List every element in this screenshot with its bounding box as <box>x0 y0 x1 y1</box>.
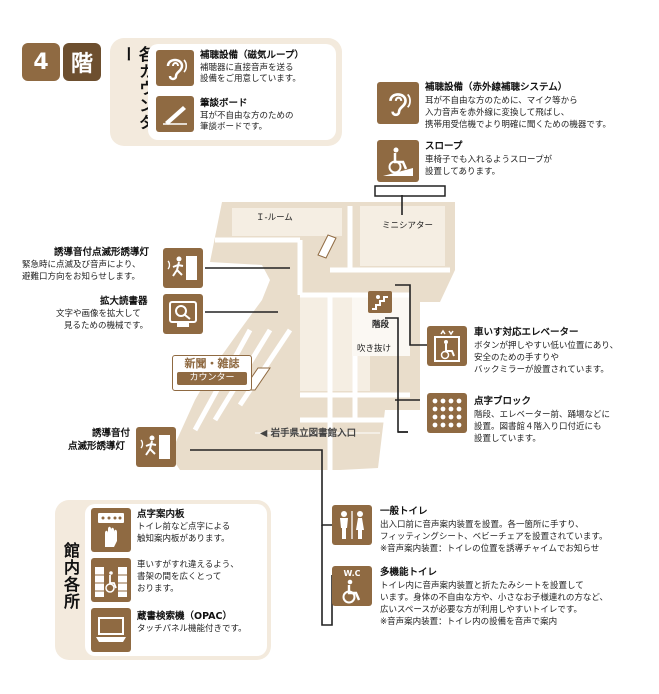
elevator-title: 車いす対応エレベーター <box>474 327 579 338</box>
multi-toilet-line-4: ※音声案内装置：トイレ内の設備を音声で案内 <box>380 617 558 627</box>
opac-title: 蔵書検索機（OPAC） <box>137 611 232 622</box>
magnetic-loop-title: 補聴設備（磁気ループ） <box>200 50 304 61</box>
toilet-line-3: ※音声案内装置：トイレの位置を誘導チャイムでお知らせ <box>380 544 600 554</box>
writing-board-line-1: 耳が不自由な方のための <box>200 111 294 121</box>
multi-toilet-line-1: トイレ内に音声案内装置と折たたみシートを設置して <box>380 581 584 591</box>
magnifier-reader-icon <box>163 294 203 334</box>
map-label-mini-theater: ミニシアター <box>382 221 434 231</box>
multi-toilet-line-3: 広いスペースが必要な方が利用しやすいトイレです。 <box>380 605 583 615</box>
entrance-label: ◀ 岩手県立図書館入口 <box>260 425 356 439</box>
floor-number: 4 <box>22 43 60 81</box>
elevator-icon <box>427 326 467 366</box>
stairs-icon <box>368 291 392 313</box>
braille-board-line-1: トイレ前など点字による <box>137 522 231 532</box>
map-label-stairs: 階段 <box>372 320 390 330</box>
wheelchair-aisle-icon <box>91 558 131 602</box>
multi-toilet-line-2: います。身体の不自由な方や、小さなお子様連れの方など、 <box>380 593 608 603</box>
facilities-panel: 館内各所 点字案内板 トイレ前など点字による 触知案内板があります。 車いすがす… <box>55 500 271 660</box>
magnetic-loop-line-1: 補聴器に直接音声を送る <box>200 63 294 73</box>
guide-light-bottom-title-2: 点滅形誘導灯 <box>68 441 126 452</box>
braille-block-icon <box>427 393 467 433</box>
magnetic-loop-line-2: 設備をご用意しています。 <box>200 74 301 84</box>
slope-title: スロープ <box>425 141 463 152</box>
wheelchair-slope-icon <box>377 140 419 182</box>
counters-panel: 各カウンター 補聴設備（磁気ループ） 補聴器に直接音声を送る 設備をご用意してい… <box>110 38 342 146</box>
braille-block-line-2: 設置。図書館４階入り口付近にも <box>474 422 602 432</box>
guide-light-top-title: 誘導音付点滅形誘導灯 <box>54 247 150 258</box>
magnifier-line-2: 見るための機械です。 <box>64 321 149 331</box>
guide-light-top-line-1: 緊急時に点滅及び音声により、 <box>22 260 141 270</box>
writing-board-line-2: 筆談ボードです。 <box>200 122 268 132</box>
magnifier-title: 拡大読書器 <box>100 296 148 307</box>
infrared-line-3: 携帯用受信機でより明確に聞くための機器です。 <box>425 120 611 130</box>
braille-board-icon <box>91 508 131 552</box>
wide-aisle-line-3: おります。 <box>137 584 179 594</box>
counters-inner: 補聴設備（磁気ループ） 補聴器に直接音声を送る 設備をご用意しています。 筆談ボ… <box>148 44 336 140</box>
emergency-exit-icon <box>136 427 176 467</box>
guide-light-bottom-title-1: 誘導音付 <box>92 428 131 439</box>
braille-block-line-1: 階段、エレベーター前、踊場などに <box>474 410 611 420</box>
ear-icon <box>156 50 194 86</box>
facilities-inner: 点字案内板 トイレ前など点字による 触知案内板があります。 車いすがすれ違えるよ… <box>85 504 267 656</box>
braille-block-title: 点字ブロック <box>474 396 532 407</box>
facilities-heading: 館内各所 <box>61 542 80 610</box>
wide-aisle-line-2: 書架の間を広くとって <box>137 572 222 582</box>
toilet-title: 一般トイレ <box>380 506 428 517</box>
elevator-line-3: バックミラーが設置されています。 <box>474 365 609 375</box>
slope-line-1: 車椅子でも入れるようスロープが <box>425 155 552 165</box>
magnifier-line-1: 文字や画像を拡大して <box>56 309 141 319</box>
entrance-label-text: 岩手県立図書館入口 <box>270 428 357 439</box>
ear-icon <box>377 82 419 124</box>
newspaper-counter-sub: カウンター <box>177 372 247 385</box>
elevator-line-1: ボタンが押しやすい低い位置にあり、 <box>474 341 619 351</box>
multi-toilet-title: 多機能トイレ <box>380 567 438 578</box>
entrance-arrow-icon: ◀ <box>260 428 271 439</box>
accessible-toilet-icon: W.C <box>332 566 372 606</box>
infrared-title: 補聴設備（赤外線補聴システム） <box>425 82 568 93</box>
wide-aisle-line-1: 車いすがすれ違えるよう、 <box>137 560 239 570</box>
pen-icon <box>156 96 194 132</box>
guide-light-top-line-2: 避難口方向をお知らせします。 <box>22 272 140 282</box>
restroom-icon <box>332 505 372 545</box>
braille-block-line-3: 設置しています。 <box>474 434 541 444</box>
infrared-line-2: 入力音声を赤外線に変換して飛ばし、 <box>425 108 570 118</box>
slope-line-2: 設置してあります。 <box>425 167 501 177</box>
map-label-atrium: 吹き抜け <box>357 344 392 354</box>
braille-board-line-2: 触知案内板があります。 <box>137 534 230 544</box>
opac-computer-icon <box>91 608 131 652</box>
map-label-i-room: Ｉ-ルーム <box>256 213 293 223</box>
braille-board-title: 点字案内板 <box>137 509 185 520</box>
emergency-exit-icon <box>163 248 203 288</box>
toilet-line-2: フィッティングシート、ベビーチェアを設置されています。 <box>380 532 608 542</box>
accessible-toilet-wc-text: W.C <box>343 568 361 578</box>
writing-board-title: 筆談ボード <box>200 98 248 109</box>
toilet-line-1: 出入口前に音声案内装置を設置。各一箇所に手すり、 <box>380 520 584 530</box>
opac-line-1: タッチパネル機能付きです。 <box>137 624 247 634</box>
newspaper-counter-title: 新聞・雑誌 <box>184 357 240 370</box>
elevator-line-2: 安全のための手すりや <box>474 353 560 363</box>
infrared-line-1: 耳が不自由な方のために、マイク等から <box>425 96 578 106</box>
floor-kanji: 階 <box>63 43 101 81</box>
newspaper-counter-label: 新聞・雑誌 カウンター <box>172 355 252 391</box>
